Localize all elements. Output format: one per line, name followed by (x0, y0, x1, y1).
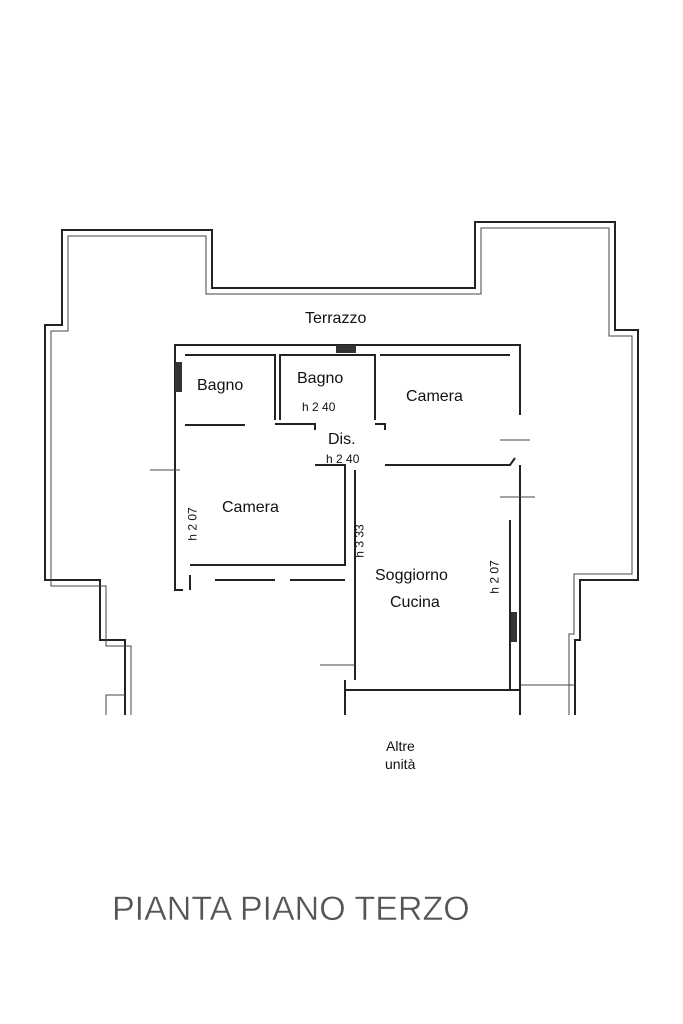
terrace-outline (44, 221, 639, 715)
window-mark (175, 362, 182, 392)
room-label-bedroom-1: Camera (406, 388, 463, 405)
room-label-kitchen: Cucina (390, 594, 440, 611)
height-label-bath-2: h 2 40 (302, 400, 336, 414)
room-label-hall: Dis. (328, 431, 356, 448)
apartment-walls (150, 344, 535, 715)
room-label-terrace: Terrazzo (305, 310, 367, 327)
label-other-units-2: unità (385, 756, 416, 772)
height-label-living-right: h 2 07 (487, 560, 502, 594)
chimney-mark (336, 345, 356, 353)
height-label-living: h 3 33 (352, 524, 367, 558)
plan-title: PIANTA PIANO TERZO (112, 890, 470, 928)
window-mark (510, 612, 517, 642)
room-label-bedroom-2: Camera (222, 499, 279, 516)
room-label-living: Soggiorno (375, 567, 448, 584)
height-label-bedroom-2: h 2 07 (185, 507, 200, 541)
room-label-bath-2: Bagno (297, 370, 344, 387)
height-label-hall: h 2 40 (326, 452, 360, 466)
label-other-units-1: Altre (386, 738, 415, 754)
room-label-bath-1: Bagno (197, 377, 244, 394)
